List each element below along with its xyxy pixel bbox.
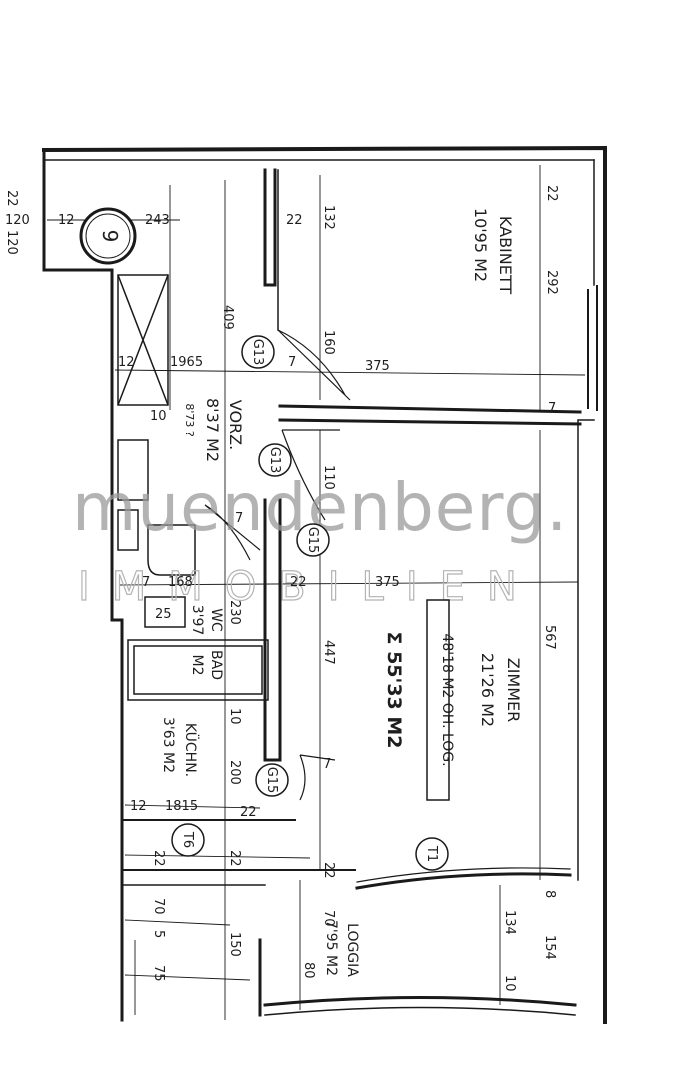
dim-label: 70 [321, 910, 336, 927]
room-label-loggia: LOGGIA 7'95 M2 [323, 920, 360, 977]
walls [41, 145, 607, 1024]
area-totals: 48'18 M2 OH. LOG. Σ 55'33 M2 [383, 599, 455, 801]
kueche-name: KÜCHN. [182, 723, 200, 777]
dimension-labels: 22 120 12 120 243 22 132 22 292 409 12 1… [4, 185, 559, 992]
svg-text:T1: T1 [424, 845, 439, 862]
dim-label: 200 [227, 760, 242, 785]
vorzimmer-name: VORZ. [226, 400, 245, 450]
dim-label: 375 [365, 359, 390, 374]
dim-label: 7 [235, 511, 243, 526]
fixtures [117, 274, 269, 701]
zimmer-area: 21'26 M2 [478, 653, 497, 727]
dim-label: 7 [323, 757, 331, 772]
svg-text:T6: T6 [180, 831, 195, 848]
dim-label: 25 [155, 607, 172, 622]
room-label-bad: BAD M2 [189, 650, 224, 680]
marker-g15-upper: G15 [296, 523, 330, 557]
marker-g15-lower: G15 [255, 763, 289, 797]
dim-label: 10 [150, 409, 167, 424]
totals-box [426, 599, 450, 801]
dim-label: 5 [151, 930, 166, 938]
dim-label: 75 [151, 965, 166, 982]
wc-area: 3'97 [189, 605, 205, 636]
dim-label: 7 [288, 355, 296, 370]
total-without-loggia: 48'18 M2 OH. LOG. [439, 633, 455, 766]
dim-label: 120 [5, 213, 30, 228]
marker-t1: T1 [415, 837, 449, 871]
dim-label: 110 [321, 465, 336, 490]
dim-label: 10 [502, 975, 517, 992]
kabinett-name: KABINETT [496, 216, 515, 294]
kueche-area: 3'63 M2 [160, 717, 176, 773]
dim-label: 22 [286, 213, 303, 228]
dim-label: 22 [227, 850, 242, 867]
room-label-kabinett: KABINETT 10'95 M2 [471, 208, 515, 294]
dim-label: 150 [227, 932, 242, 957]
dim-label: 160 [321, 330, 336, 355]
dim-label: 12 [118, 355, 135, 370]
dim-label: 243 [145, 213, 170, 228]
dim-label: 7 [142, 575, 150, 590]
zimmer-name: ZIMMER [504, 658, 523, 723]
dim-label: 168 [168, 575, 193, 590]
vorzimmer-note: 8'73 ? [183, 403, 196, 437]
bad-area: M2 [189, 655, 205, 676]
dim-label: 1815 [165, 799, 198, 814]
dim-label: 22 [240, 805, 257, 820]
watermark-subline: IMMOBILIEN [78, 564, 539, 610]
dim-label: 22 [151, 850, 166, 867]
dim-label: 567 [542, 625, 557, 650]
dim-label: 292 [544, 270, 559, 295]
dim-label: 22 [290, 575, 307, 590]
dim-label: 22 [321, 862, 336, 879]
bad-name: BAD [208, 650, 224, 680]
dimension-lines [47, 165, 586, 1020]
marker-g13-lower: G13 [258, 443, 292, 477]
wc-name: WC [208, 608, 224, 632]
vorzimmer-area: 8'37 M2 [203, 398, 222, 462]
dim-label: 10 [227, 708, 242, 725]
room-label-kueche: KÜCHN. 3'63 M2 [160, 717, 200, 777]
room-label-vorzimmer: VORZ. 8'37 M2 8'73 ? [183, 398, 245, 462]
kabinett-area: 10'95 M2 [471, 208, 490, 282]
dim-label: 70 [151, 898, 166, 915]
dim-label: 8 [542, 890, 557, 898]
dim-label: 132 [321, 205, 336, 230]
dim-label: 447 [321, 640, 336, 665]
dim-label: 22 [544, 185, 559, 202]
dim-label: 80 [301, 962, 316, 979]
loggia-area: 7'95 M2 [323, 920, 339, 976]
shaft-marker: 9 [79, 207, 137, 265]
dim-label: 7 [548, 401, 556, 416]
svg-text:G15: G15 [305, 527, 320, 554]
dim-label: 375 [375, 575, 400, 590]
svg-text:G15: G15 [264, 767, 279, 794]
marker-t6: T6 [171, 823, 205, 857]
loggia-name: LOGGIA [344, 923, 360, 977]
dim-label: 134 [502, 910, 517, 935]
room-label-zimmer: ZIMMER 21'26 M2 [478, 653, 523, 727]
room-label-wc: WC 3'97 [189, 605, 224, 636]
dim-label: 120 [4, 230, 19, 255]
total-area-sum: Σ 55'33 M2 [383, 631, 405, 748]
dim-label: 1965 [170, 355, 203, 370]
shaft-number: 9 [98, 230, 122, 243]
dim-label: 12 [130, 799, 147, 814]
marker-g13-upper: G13 [241, 335, 275, 369]
dim-label: 12 [58, 213, 75, 228]
dim-label: 22 [4, 190, 19, 207]
dim-label: 409 [220, 305, 235, 330]
dim-label: 154 [542, 935, 557, 960]
svg-text:G13: G13 [250, 339, 265, 366]
dim-label: 230 [227, 600, 242, 625]
svg-text:G13: G13 [267, 447, 282, 474]
